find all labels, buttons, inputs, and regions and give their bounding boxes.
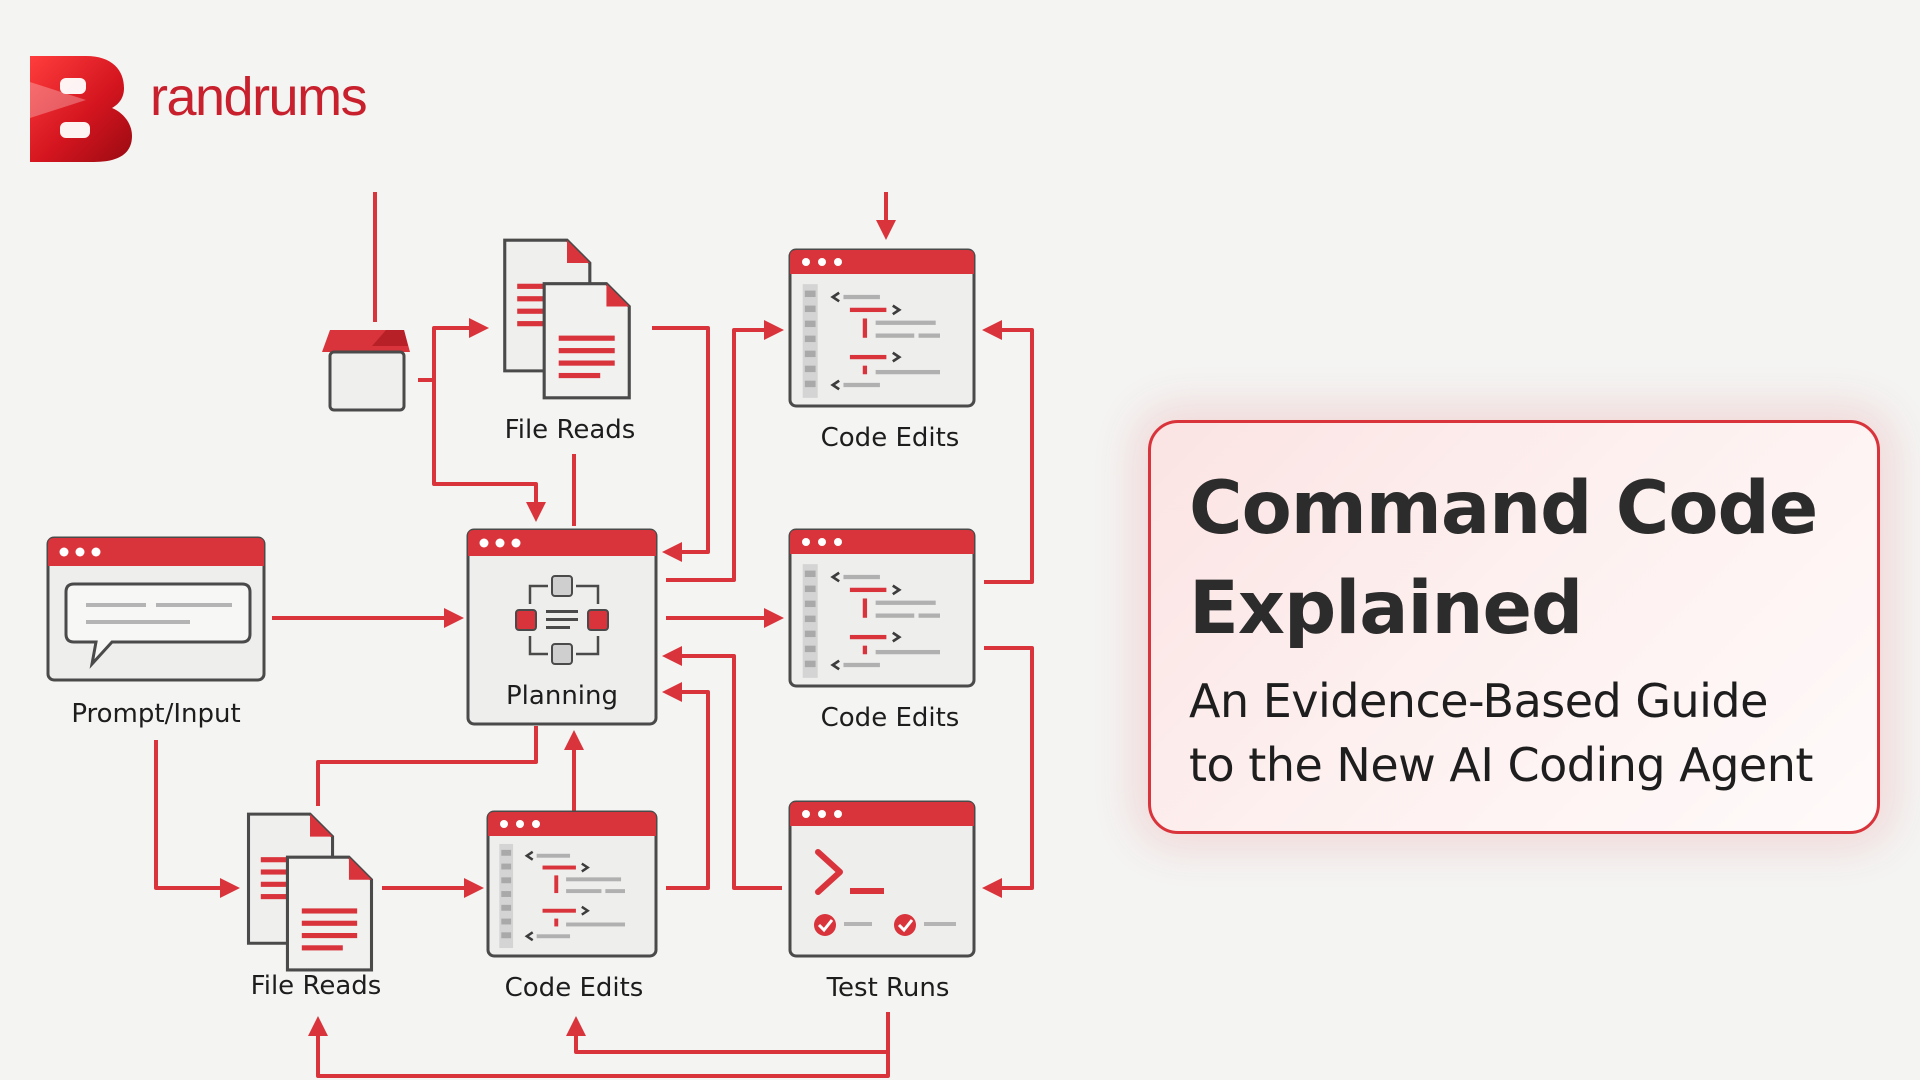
subtitle-line-2: to the New AI Coding Agent	[1189, 738, 1813, 792]
page-title: Command Code Explained	[1189, 459, 1818, 659]
edge-prompt-to-file-reads-bottom	[154, 740, 240, 898]
subtitle-line-1: An Evidence-Based Guide	[1189, 674, 1768, 728]
title-line-2: Explained	[1189, 566, 1583, 651]
edge-test-runs-to-planning	[662, 646, 782, 890]
documents-icon	[503, 238, 631, 400]
node-label-code-edits-bottom: Code Edits	[505, 973, 644, 1003]
edge-planning-to-code-edits-top	[666, 320, 784, 582]
edge-test-runs-to-code-edits-bottom	[566, 1012, 890, 1054]
brand-name: randrums	[150, 67, 368, 127]
node-label-code-edits-mid: Code Edits	[821, 703, 960, 733]
node-planning: Planning	[466, 528, 658, 726]
node-label-test-runs: Test Runs	[826, 973, 950, 1003]
edge-test-runs-to-file-reads-bottom	[308, 1016, 890, 1078]
node-prompt-input: Prompt/Input	[46, 536, 266, 729]
edge-code-edits-mid-to-top	[982, 320, 1034, 584]
brand-logo-icon	[26, 52, 136, 164]
check-icon	[814, 914, 872, 936]
node-code-edits-top: Code Edits	[788, 248, 976, 453]
edge-code-edits-mid-to-test-runs	[982, 646, 1034, 898]
planning-cycle-icon	[515, 575, 609, 665]
node-label-prompt-input: Prompt/Input	[71, 699, 240, 729]
node-test-runs: Test Runs	[788, 800, 976, 1003]
node-code-edits-bottom: Code Edits	[486, 810, 658, 1003]
agent-workflow-diagram: File Reads Code Edits Prompt/Input	[46, 192, 1034, 1078]
edge-code-edits-bottom-to-planning	[662, 682, 710, 890]
edge-file-reads-to-planning-right	[652, 326, 710, 562]
node-label-file-reads-bottom: File Reads	[251, 971, 382, 1001]
check-icon	[894, 914, 956, 936]
folder-icon	[322, 330, 410, 412]
node-label-file-reads-top: File Reads	[505, 415, 636, 445]
edge-folder-to-planning	[432, 380, 546, 522]
edge-folder-to-file-reads	[418, 318, 489, 382]
node-file-reads-top: File Reads	[503, 238, 636, 445]
page-subtitle: An Evidence-Based Guide to the New AI Co…	[1189, 669, 1813, 797]
documents-icon	[246, 812, 374, 972]
node-label-code-edits-top: Code Edits	[821, 423, 960, 453]
terminal-prompt-icon	[815, 849, 884, 895]
node-code-edits-mid: Code Edits	[788, 528, 976, 733]
node-label-planning: Planning	[506, 681, 618, 711]
node-file-reads-bottom: File Reads	[246, 812, 382, 1001]
edge-planning-to-file-reads-bottom	[316, 726, 538, 806]
title-line-1: Command Code	[1189, 466, 1818, 551]
title-card: Command Code Explained An Evidence-Based…	[1148, 420, 1880, 834]
